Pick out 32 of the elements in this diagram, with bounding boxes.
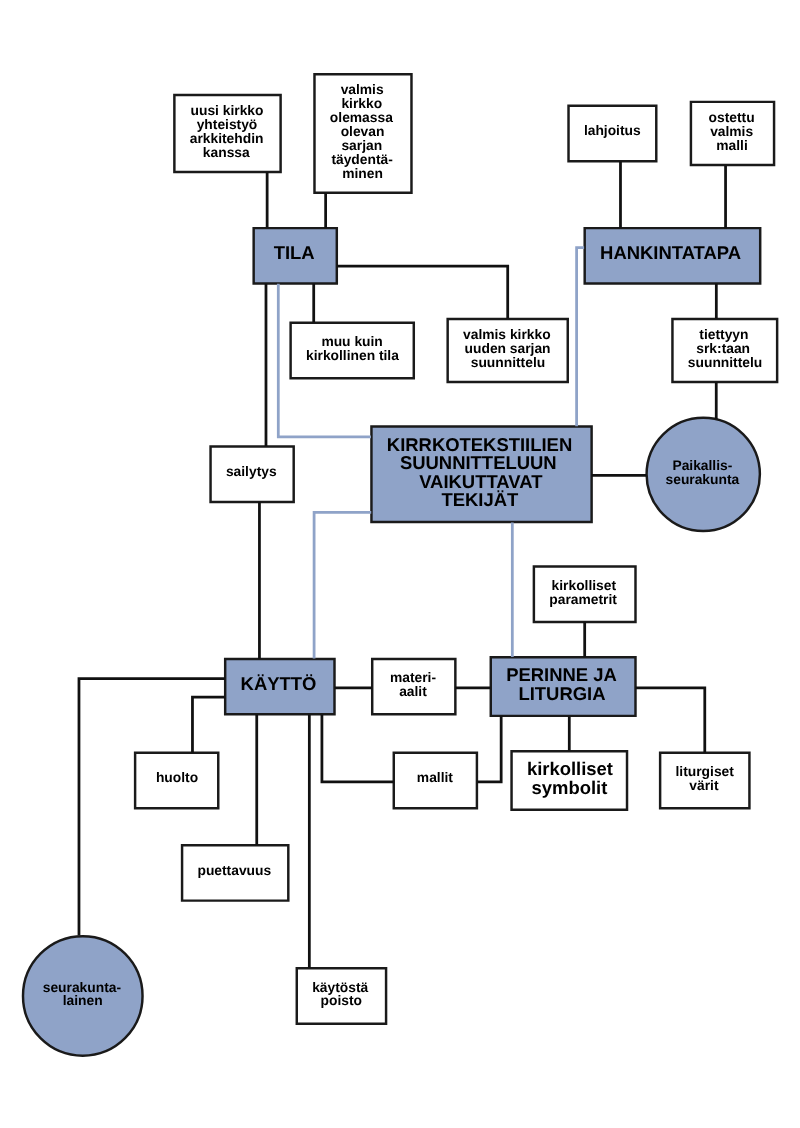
connector <box>635 685 707 752</box>
connector <box>591 473 647 476</box>
connector <box>264 282 268 446</box>
connector <box>334 685 372 689</box>
connector <box>575 245 585 426</box>
connector <box>714 282 718 318</box>
connector <box>307 713 311 967</box>
node-box: HANKINTATAPA <box>583 225 762 284</box>
connector <box>276 282 371 438</box>
connector <box>724 164 727 228</box>
connector <box>337 263 510 318</box>
node-box: KIRRKOTEKSTIILIEN SUUNNITTELUUN VAIKUTTAVAT TEKIJÄT <box>370 424 593 523</box>
connector <box>567 715 571 750</box>
connector <box>258 501 261 658</box>
connector <box>619 160 622 227</box>
connector <box>324 192 328 227</box>
connector <box>312 282 316 322</box>
node-box: PERINNE JA LITURGIA <box>489 655 637 717</box>
connector <box>477 715 503 783</box>
node-box: kirkolliset symbolit <box>510 749 629 810</box>
connector <box>77 676 225 935</box>
node-box: TILA <box>252 225 339 284</box>
connector <box>191 694 225 752</box>
connector <box>455 685 491 689</box>
connector <box>510 521 514 656</box>
connector <box>255 713 259 844</box>
node-box: KÄYTTÖ <box>223 656 336 715</box>
connector <box>583 620 587 656</box>
connector <box>265 171 269 227</box>
connector <box>714 381 718 418</box>
connector <box>320 713 394 783</box>
connector <box>312 509 372 658</box>
